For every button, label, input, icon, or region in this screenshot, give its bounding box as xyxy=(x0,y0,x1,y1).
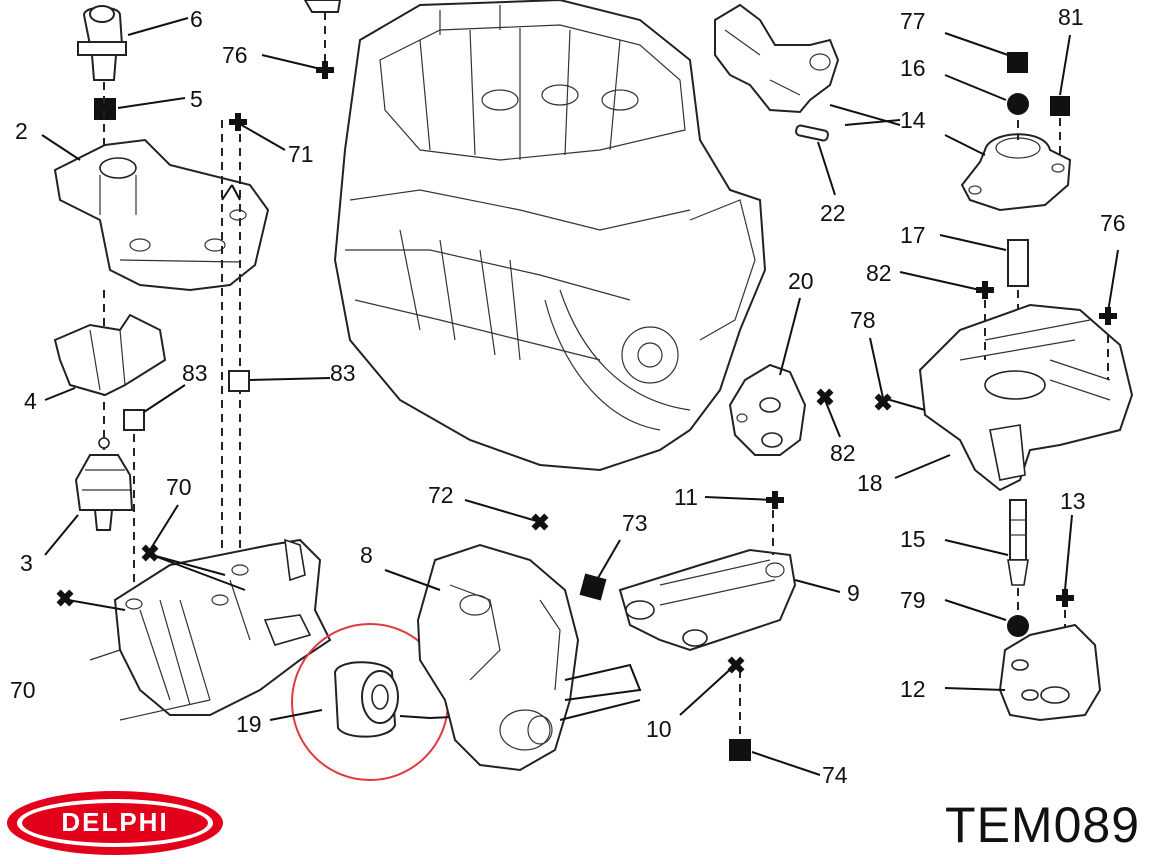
part-17-sleeve xyxy=(1007,239,1029,287)
part-74-square xyxy=(729,739,751,761)
callout-2: 2 xyxy=(15,118,28,144)
callout-10: 10 xyxy=(646,716,672,742)
callout-81: 81 xyxy=(1058,4,1084,30)
callout-78: 78 xyxy=(850,307,876,333)
part-4-bracket xyxy=(53,313,167,397)
callout-70-top: 70 xyxy=(166,474,192,500)
callout-5: 5 xyxy=(190,86,203,112)
part-22-pin xyxy=(795,124,829,142)
callout-19: 19 xyxy=(236,711,262,737)
part-79-disc xyxy=(1007,615,1029,637)
callout-71: 71 xyxy=(288,141,314,167)
part-83-square xyxy=(228,370,250,392)
leader-lines xyxy=(41,17,1119,776)
part-2-upper-mount xyxy=(53,138,270,292)
callout-83-right: 83 xyxy=(330,360,356,386)
callout-18: 18 xyxy=(857,470,883,496)
callout-77: 77 xyxy=(900,8,926,34)
callout-14: 14 xyxy=(900,107,926,133)
callout-3: 3 xyxy=(20,550,33,576)
lower-left-bracket xyxy=(89,538,332,721)
callout-79: 79 xyxy=(900,587,926,613)
callout-16: 16 xyxy=(900,55,926,81)
part-83-square xyxy=(123,409,145,431)
callout-70-bottom: 70 xyxy=(10,677,36,703)
callout-9: 9 xyxy=(847,580,860,606)
callout-15: 15 xyxy=(900,526,926,552)
callout-6: 6 xyxy=(190,6,203,32)
callout-83-left: 83 xyxy=(182,360,208,386)
callout-73: 73 xyxy=(622,510,648,536)
brand-name: DELPHI xyxy=(61,807,168,837)
part-3-rubber-mount xyxy=(74,437,134,531)
part-8-gearbox-mount xyxy=(416,543,580,772)
fastener-markers xyxy=(56,61,1117,674)
callout-82-top: 82 xyxy=(866,260,892,286)
callout-17: 17 xyxy=(900,222,926,248)
callout-22: 22 xyxy=(820,200,846,226)
callout-11: 11 xyxy=(674,484,698,510)
part-15-stud xyxy=(1007,499,1029,586)
callout-82-bottom: 82 xyxy=(830,440,856,466)
part-14-upper-link xyxy=(714,3,840,114)
part-73-square xyxy=(579,573,607,601)
part-5-square xyxy=(94,98,116,120)
callout-74: 74 xyxy=(822,762,848,788)
part-77-square xyxy=(1007,52,1028,73)
callout-13: 13 xyxy=(1060,488,1086,514)
callout-12: 12 xyxy=(900,676,926,702)
callout-76: 76 xyxy=(222,42,248,68)
part-19-bushing xyxy=(291,623,521,781)
part-16-disc xyxy=(1007,93,1029,115)
part-20-plate xyxy=(728,363,807,456)
callout-8: 8 xyxy=(360,542,373,568)
part-9-link-arm xyxy=(618,548,797,652)
part-12-base-mount xyxy=(998,623,1102,722)
upper-bracket xyxy=(303,0,342,70)
delphi-logo: DELPHI xyxy=(7,791,223,855)
callout-20: 20 xyxy=(788,268,814,294)
part-6-bump-stop xyxy=(77,5,127,81)
callout-4: 4 xyxy=(24,388,37,414)
callout-76-right: 76 xyxy=(1100,210,1126,236)
part-number: TEM089 xyxy=(945,797,1140,853)
part-18-main-bracket xyxy=(918,303,1134,492)
part-14-mount xyxy=(960,133,1072,212)
callout-72: 72 xyxy=(428,482,454,508)
part-81-square xyxy=(1050,96,1070,116)
engine-block xyxy=(333,0,767,472)
